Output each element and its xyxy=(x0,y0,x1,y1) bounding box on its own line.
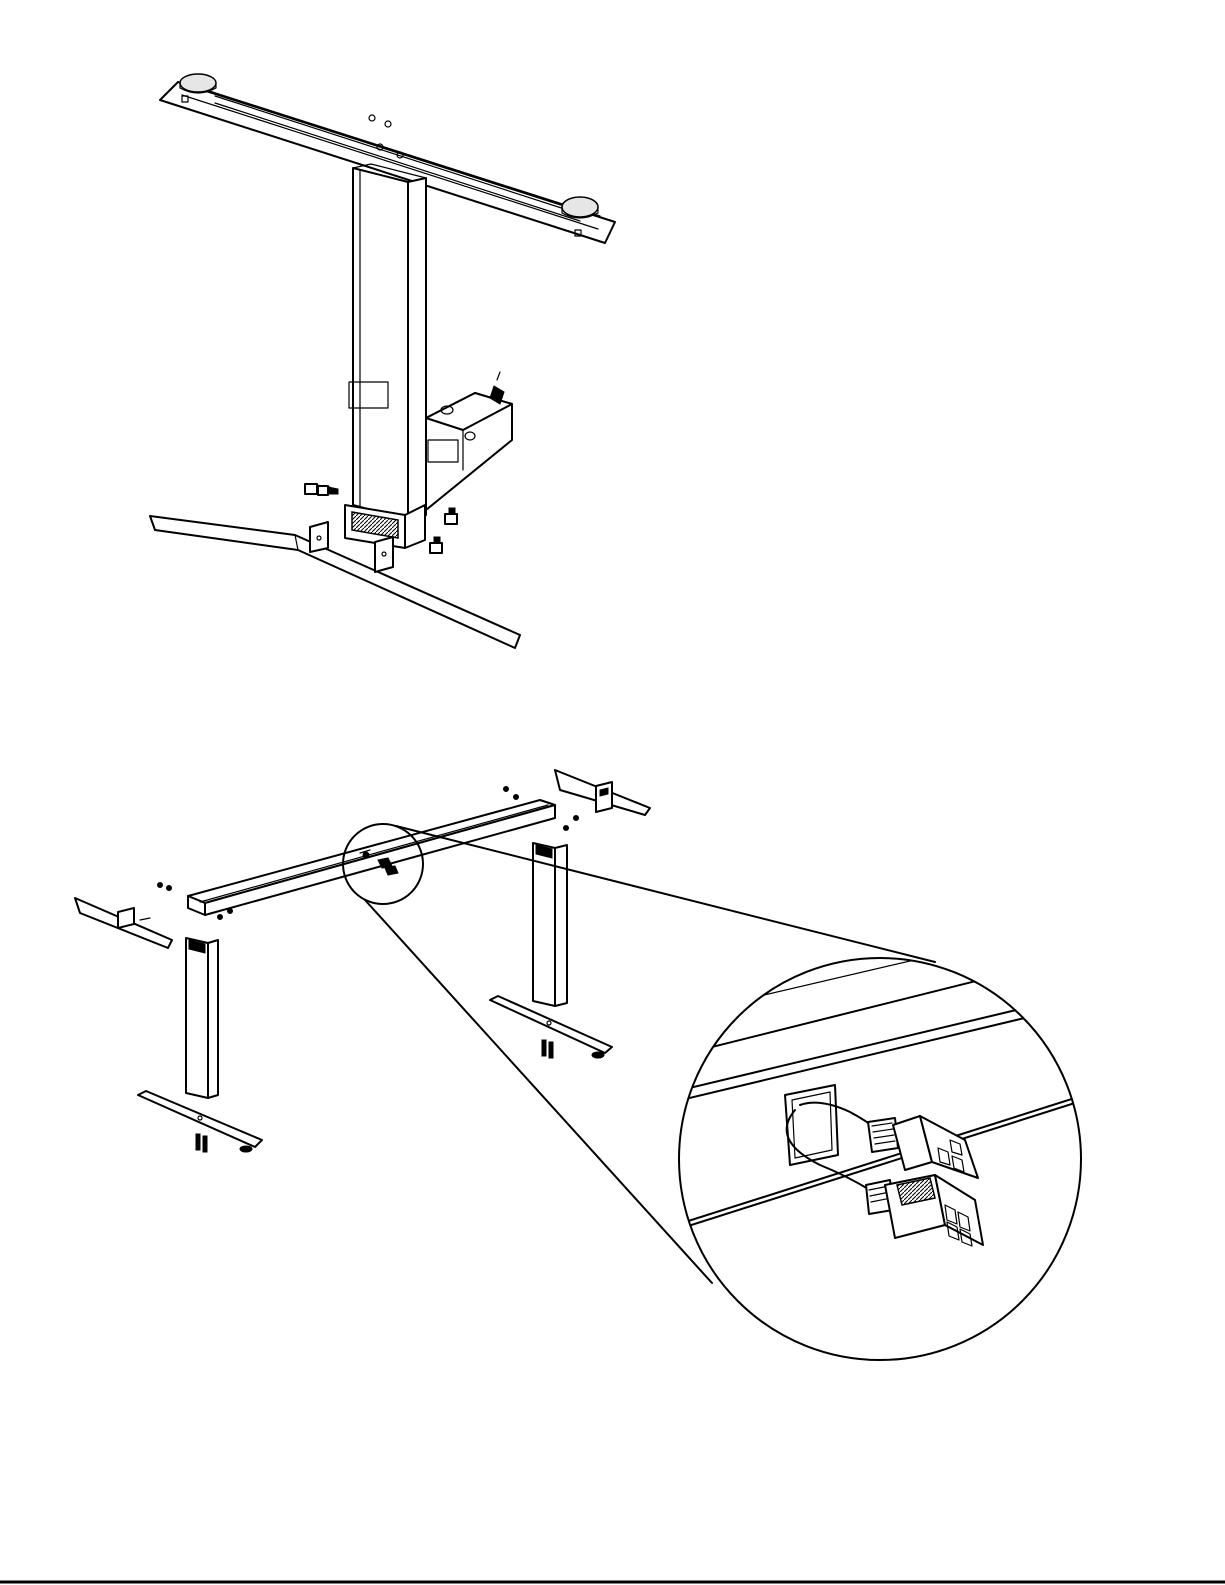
screw-icon xyxy=(564,826,569,831)
callout-line-top xyxy=(396,826,935,962)
screw-icon xyxy=(504,787,509,792)
screw-icon xyxy=(514,795,519,800)
figure-1-single-leg xyxy=(150,74,615,648)
lifting-column xyxy=(349,164,426,520)
pad-right-icon xyxy=(562,197,598,217)
bolt-icon xyxy=(430,537,442,553)
crossbar xyxy=(188,800,555,915)
bolt-icon xyxy=(445,508,457,524)
screw-icon xyxy=(158,883,163,888)
screw-icon xyxy=(228,909,233,914)
cable-outlet xyxy=(785,1085,838,1165)
detail-callout xyxy=(660,940,1100,1360)
control-box xyxy=(426,372,512,510)
right-bracket xyxy=(555,770,650,815)
left-bracket xyxy=(75,898,172,948)
bolt-icon xyxy=(318,486,338,495)
left-foot xyxy=(138,1091,262,1152)
screw-icon xyxy=(167,886,172,891)
screw-icon xyxy=(574,816,579,821)
foot-base xyxy=(150,516,520,648)
screw-icon xyxy=(218,915,223,920)
pad-left-icon xyxy=(180,74,216,92)
left-leg xyxy=(186,938,218,1098)
